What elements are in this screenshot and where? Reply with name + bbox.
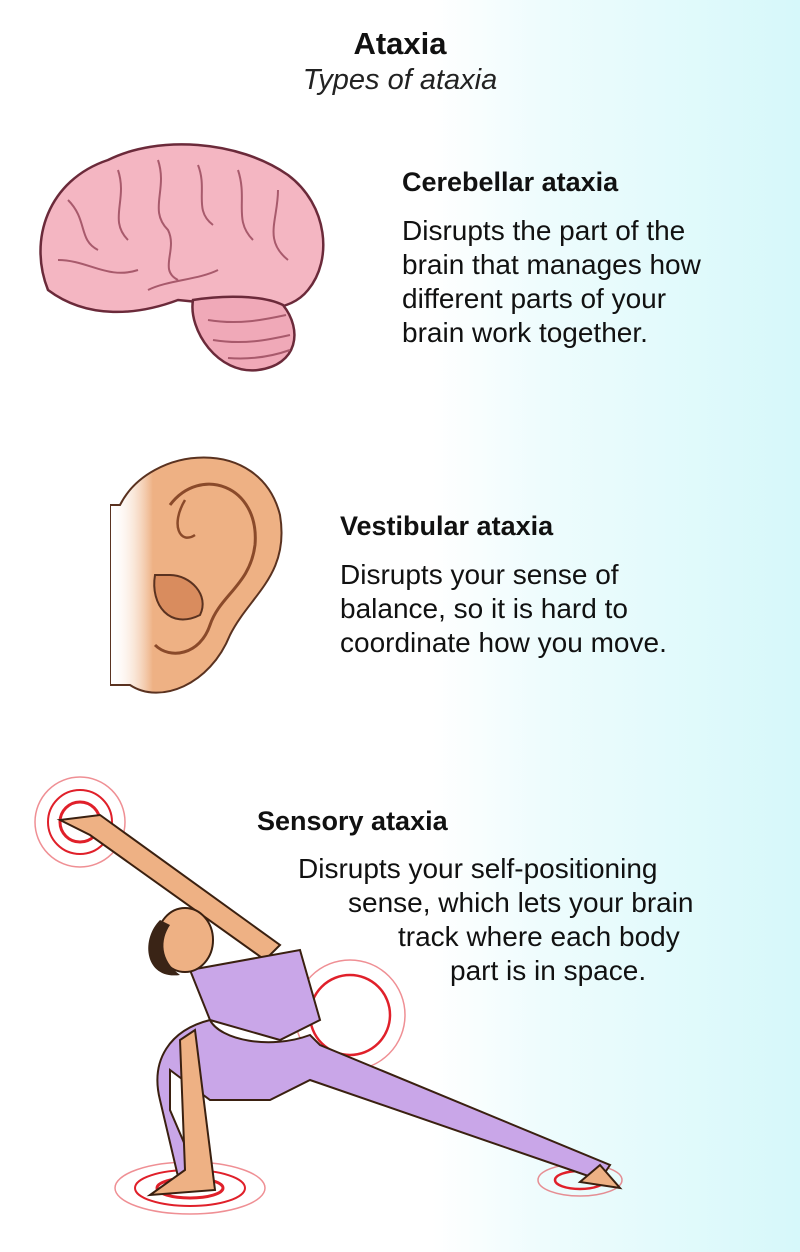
text-line: sense, which lets your brain: [348, 887, 694, 918]
cerebellar-heading: Cerebellar ataxia: [402, 167, 619, 197]
text-line: coordinate how you move.: [340, 627, 667, 658]
page-subtitle: Types of ataxia: [302, 64, 498, 96]
text-line: brain that manages how: [402, 249, 701, 280]
yoga-figure-illustration: [34, 776, 623, 1215]
text-line: track where each body: [398, 921, 680, 952]
text-line: balance, so it is hard to: [340, 593, 628, 624]
sensory-heading: Sensory ataxia: [257, 806, 448, 836]
vestibular-heading: Vestibular ataxia: [340, 511, 554, 541]
ear-illustration: [110, 456, 283, 694]
text-line: part is in space.: [450, 955, 647, 986]
page-title: Ataxia: [353, 26, 447, 61]
text-line: different parts of your: [402, 283, 667, 314]
text-line: Disrupts your sense of: [340, 559, 619, 590]
text-line: Disrupts your self-positioning: [298, 853, 658, 884]
text-line: brain work together.: [402, 317, 648, 348]
cerebellar-description: Disrupts the part of the brain that mana…: [402, 214, 701, 350]
text-line: Disrupts the part of the: [402, 215, 686, 246]
vestibular-description: Disrupts your sense of balance, so it is…: [340, 558, 667, 660]
brain-illustration: [39, 143, 325, 372]
